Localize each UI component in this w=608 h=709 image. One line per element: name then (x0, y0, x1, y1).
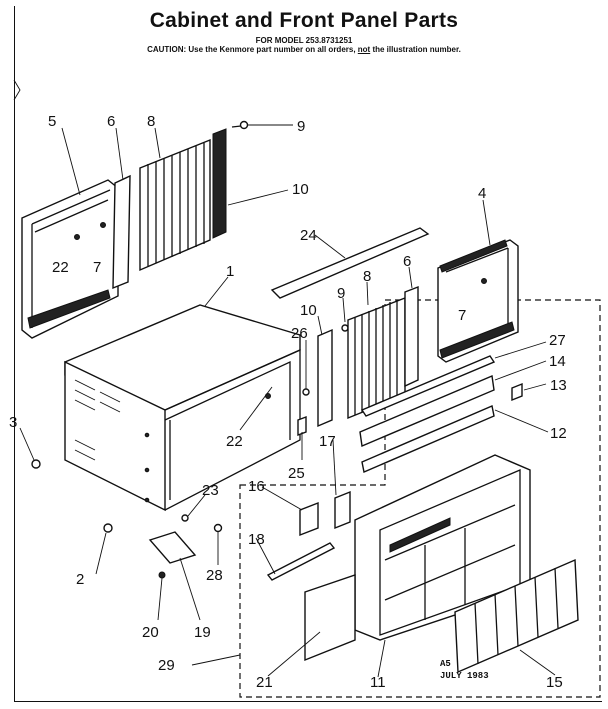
part-10-vertical-bar-right (317, 328, 333, 428)
callout-21: 21 (256, 674, 273, 691)
callout-labels: 5 6 8 9 10 4 24 22 7 1 6 8 9 10 7 26 27 … (9, 113, 567, 691)
callout-4: 4 (478, 185, 486, 202)
part-26-screw (302, 388, 310, 396)
part-5-side-frame (21, 179, 119, 339)
callout-7-left: 7 (93, 259, 101, 276)
part-23-fastener (181, 514, 189, 522)
callout-10-left: 10 (292, 181, 309, 198)
callout-11: 11 (370, 674, 386, 691)
part-19-bracket-plate (148, 531, 197, 564)
callout-9-right: 9 (337, 285, 345, 302)
part-27-rail (360, 355, 496, 417)
part-21-side-panel (304, 574, 356, 662)
callout-19: 19 (194, 624, 211, 641)
part-6-side-strip-right (404, 285, 419, 388)
stamp-code: A5 (440, 659, 451, 669)
part-20-fastener (158, 571, 166, 579)
caution-text-start: CAUTION: Use the Kenmore part number on … (147, 45, 358, 54)
part-14-rail (359, 375, 495, 447)
callout-22-left: 22 (52, 259, 69, 276)
callout-14: 14 (549, 353, 566, 370)
callout-18: 18 (248, 531, 265, 548)
part-18-bar (266, 542, 336, 581)
part-9-screw-left (231, 120, 249, 130)
part-17-bracket (334, 490, 351, 530)
callout-17: 17 (319, 433, 336, 450)
part-10-vertical-bar-left (212, 128, 227, 239)
callout-15: 15 (546, 674, 563, 691)
part-8-louver-grille-left (139, 138, 211, 272)
part-2-screw (103, 523, 113, 533)
part-11-front-panel (354, 454, 531, 641)
page-frame (14, 6, 602, 702)
part-12-rail (361, 405, 495, 473)
callout-24: 24 (300, 227, 317, 244)
callout-8-left: 8 (147, 113, 155, 130)
callout-10-right: 10 (300, 302, 317, 319)
part-25-clip (297, 415, 307, 437)
callout-29: 29 (158, 657, 175, 674)
callout-1: 1 (226, 263, 234, 280)
callout-27: 27 (549, 332, 566, 349)
part-7-screw-right (481, 278, 487, 284)
callout-3: 3 (9, 414, 17, 431)
callout-6-left: 6 (107, 113, 115, 130)
part-3-screw (31, 459, 41, 469)
callout-28: 28 (206, 567, 223, 584)
callout-9-left: 9 (297, 118, 305, 135)
part-6-side-strip-left (112, 174, 131, 290)
page-title: Cabinet and Front Panel Parts (149, 9, 459, 32)
part-13-clip (511, 382, 523, 402)
part-4-side-frame-right (437, 239, 519, 363)
part-28-fastener (213, 523, 223, 533)
callout-6-right: 6 (403, 253, 411, 270)
part-22-screw-left (74, 234, 80, 240)
callout-25: 25 (288, 465, 305, 482)
callout-2: 2 (76, 571, 84, 588)
front-panel-assembly-boundary (239, 299, 601, 698)
caution-emphasis: not (357, 45, 371, 54)
callout-20: 20 (142, 624, 159, 641)
callout-26: 26 (291, 325, 308, 342)
callout-22-center: 22 (226, 433, 243, 450)
part-7-screw-left (100, 222, 106, 228)
callout-13: 13 (550, 377, 567, 394)
caution-note: CAUTION: Use the Kenmore part number on … (0, 45, 608, 54)
callout-7-right: 7 (458, 307, 466, 324)
caution-text-end: the illustration number. (370, 45, 461, 54)
callout-23: 23 (202, 482, 219, 499)
callout-5: 5 (48, 113, 56, 130)
frame-corner-mark (13, 79, 21, 101)
callout-12: 12 (550, 425, 567, 442)
callout-16: 16 (248, 478, 265, 495)
model-number: FOR MODEL 253.8731251 (255, 36, 353, 45)
part-1-cabinet-shell (64, 304, 301, 512)
part-9-screw-right (341, 324, 349, 332)
stamp-date: JULY 1983 (440, 671, 489, 681)
part-15-filter-grille (454, 558, 579, 674)
callout-8-right: 8 (363, 268, 371, 285)
part-16-bracket (299, 501, 319, 537)
part-24-top-strip (270, 227, 430, 299)
leader-lines (19, 124, 556, 678)
